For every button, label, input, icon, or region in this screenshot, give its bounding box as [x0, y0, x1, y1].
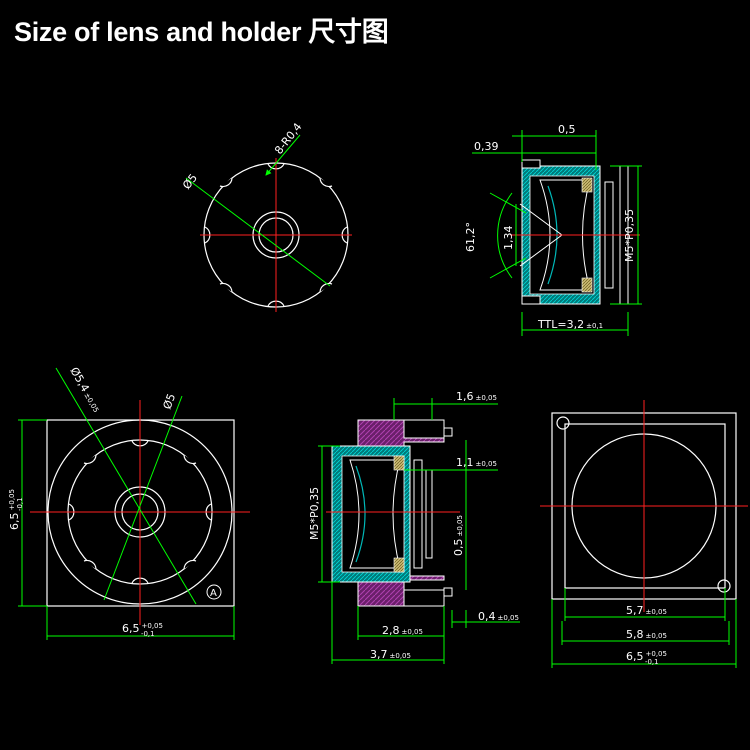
dim-16: 1,6±0,05	[456, 390, 497, 403]
holder-top-view: A Ø5,4±0,05 Ø5 6,5+0,05-0,1 6,5+0,05-0,1	[8, 365, 250, 640]
page-title: Size of lens and holder 尺寸图	[14, 17, 389, 47]
dim-65r: 6,5+0,05-0,1	[626, 650, 667, 666]
dim-05v: 0,5±0,05	[452, 515, 465, 556]
dim-ttl: TTL=3,2±0,1	[537, 318, 603, 331]
dim-05: 0,5	[558, 123, 576, 136]
dim-039: 0,39	[474, 140, 499, 153]
dim-w65: 6,5+0,05-0,1	[122, 622, 163, 638]
lens-top-view: Ø5 8-R0,4	[180, 120, 352, 312]
dim-57: 5,7±0,05	[626, 604, 667, 617]
dim-37: 3,7±0,05	[370, 648, 411, 661]
dim-04: 0,4±0,05	[478, 610, 519, 623]
dim-d5: Ø5	[180, 171, 200, 191]
dim-58: 5,8±0,05	[626, 628, 667, 641]
dim-28: 2,8±0,05	[382, 624, 423, 637]
holder-bottom-view: 5,7±0,05 5,8±0,05 6,5+0,05-0,1	[540, 400, 748, 668]
dim-d5b: Ø5	[161, 392, 179, 411]
dim-r04: 8-R0,4	[272, 120, 304, 156]
assembly-section-view: 1,6±0,05 1,1±0,05 0,5±0,05 M5*P0,35 0,4±…	[308, 390, 520, 664]
dim-d54: Ø5,4±0,05	[67, 365, 103, 414]
dim-thread: M5*P0,35	[623, 209, 636, 262]
dim-h65: 6,5+0,05-0,1	[8, 489, 24, 530]
lens-section-view: 0,5 0,39 61,2° 1,34 M5*P0,35 TTL=3,2±0,1	[464, 123, 642, 336]
dim-11: 1,1±0,05	[456, 456, 497, 469]
dim-thread2: M5*P0,35	[308, 487, 321, 540]
dim-angle: 61,2°	[464, 222, 477, 252]
marker-a: A	[210, 588, 217, 599]
dim-134: 1,34	[502, 226, 515, 251]
